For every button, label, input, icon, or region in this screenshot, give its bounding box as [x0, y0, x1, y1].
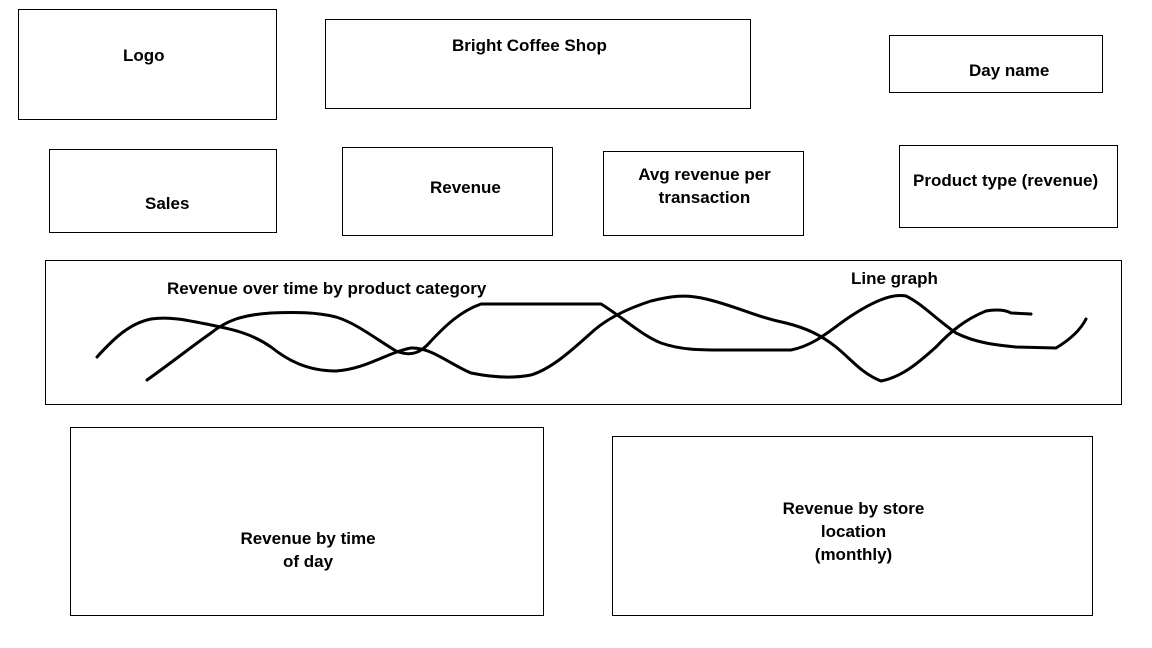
time-of-day-label: Revenue by time of day	[71, 527, 545, 573]
day-name-label: Day name	[969, 61, 1050, 80]
revenue-kpi-card: Revenue	[342, 147, 553, 236]
page-title: Bright Coffee Shop	[452, 36, 607, 55]
line-chart-sketch	[95, 293, 1088, 383]
store-location-label-line2: location	[820, 522, 887, 541]
revenue-label: Revenue	[430, 178, 501, 197]
sketch-line-series-2	[145, 293, 1088, 382]
product-type-label: Product type (revenue)	[913, 171, 1099, 190]
title-placeholder: Bright Coffee Shop	[325, 19, 751, 109]
logo-label: Logo	[123, 46, 165, 65]
avg-revenue-kpi-card: Avg revenue per transaction	[603, 151, 804, 236]
logo-placeholder: Logo	[18, 9, 277, 120]
day-name-filter-placeholder: Day name	[889, 35, 1103, 93]
avg-revenue-label: Avg revenue per transaction	[604, 163, 805, 209]
line-chart-title: Revenue over time by product category	[167, 279, 487, 298]
time-of-day-label-line2: of day	[282, 552, 334, 571]
store-location-label: Revenue by store location (monthly)	[613, 497, 1094, 566]
avg-revenue-label-line2: transaction	[658, 188, 751, 207]
store-location-label-line1: Revenue by store	[782, 499, 925, 518]
avg-revenue-label-line1: Avg revenue per	[638, 165, 771, 184]
line-chart-type-label: Line graph	[851, 269, 938, 288]
product-type-revenue-card: Product type (revenue)	[899, 145, 1118, 228]
store-location-label-line3: (monthly)	[814, 545, 893, 564]
revenue-by-store-location-placeholder: Revenue by store location (monthly)	[612, 436, 1093, 616]
sales-label: Sales	[145, 194, 190, 213]
time-of-day-label-line1: Revenue by time	[240, 529, 376, 548]
sketch-line-series-1	[95, 294, 1033, 383]
revenue-by-time-of-day-placeholder: Revenue by time of day	[70, 427, 544, 616]
revenue-line-chart-placeholder: Revenue over time by product category Li…	[45, 260, 1122, 405]
sales-kpi-card: Sales	[49, 149, 277, 233]
